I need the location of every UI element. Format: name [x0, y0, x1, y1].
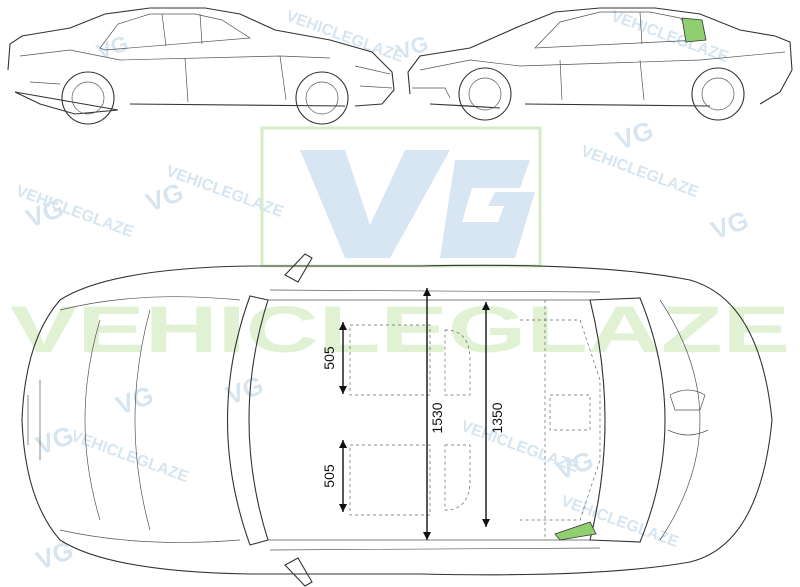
- windshield-top: [227, 295, 269, 546]
- rear-window-top: [589, 297, 666, 543]
- small-vg-watermark: VG: [707, 205, 753, 246]
- watermark-layer: VEHICLEGLAZE VG VG VG VG VG VG VG VG VG …: [10, 8, 790, 576]
- vg-logo-watermark: [260, 126, 542, 268]
- dimension-lines: 505 505 1530 1350: [321, 288, 505, 540]
- side-view-rear: [7, 7, 395, 125]
- side-view-front: [407, 7, 793, 121]
- highlighted-quarter-glass-side: [681, 17, 707, 43]
- body-outline: [21, 264, 773, 576]
- small-vg-watermark: VG: [112, 380, 158, 421]
- repeat-watermark-text: VEHICLEGLAZE: [284, 8, 406, 66]
- small-vg-watermark: VG: [32, 535, 78, 576]
- brand-watermark-text: VEHICLEGLAZE: [10, 292, 790, 366]
- mirror-right: [284, 557, 313, 587]
- repeat-watermark-text: VEHICLEGLAZE: [559, 493, 681, 551]
- mirror-left: [284, 253, 313, 283]
- repeat-watermark-text: VEHICLEGLAZE: [579, 143, 701, 201]
- highlighted-quarter-glass-top: [554, 521, 597, 541]
- repeat-watermark-text: VEHICLEGLAZE: [459, 418, 581, 476]
- repeat-watermark-text: VEHICLEGLAZE: [609, 8, 731, 66]
- dim-label-front-row: 505: [321, 346, 337, 370]
- top-view: [21, 253, 773, 587]
- dim-label-rear-cabin: 1350: [489, 402, 505, 433]
- dim-label-front-cabin: 1530: [429, 402, 445, 433]
- dim-label-rear-row: 505: [321, 464, 337, 488]
- small-vg-watermark: VG: [612, 115, 658, 156]
